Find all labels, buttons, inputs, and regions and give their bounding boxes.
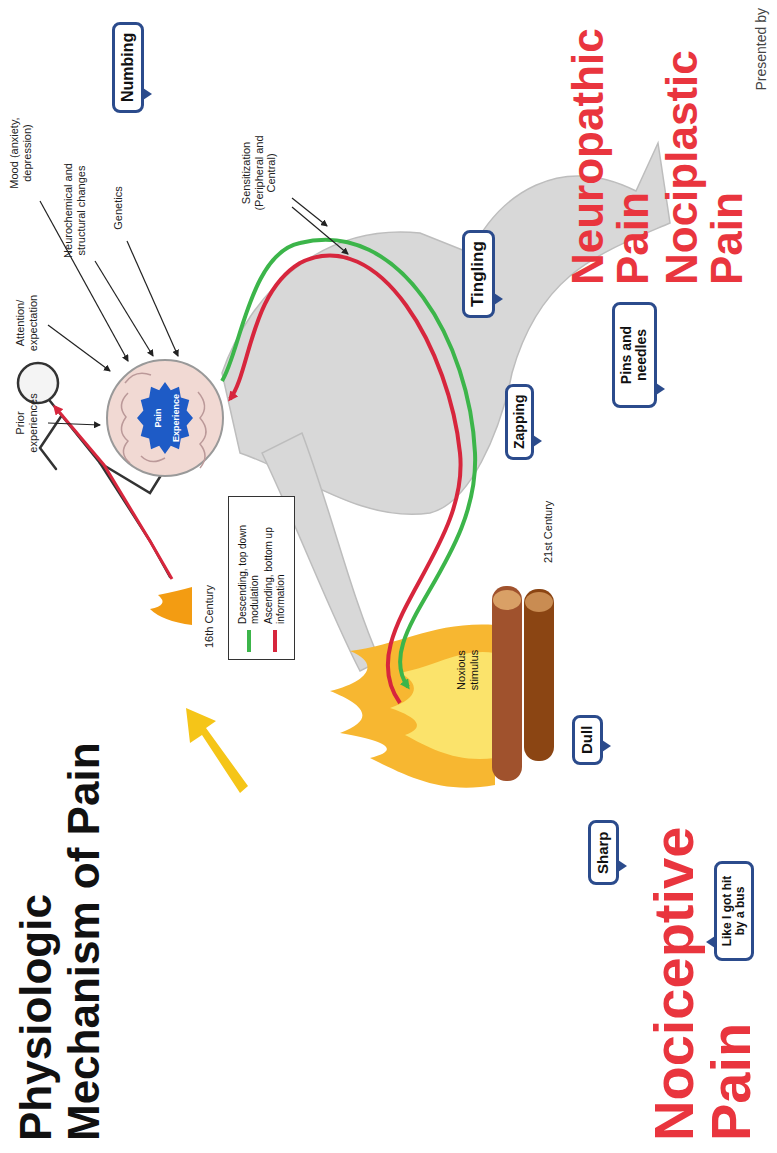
- pain-type-heading: Neuropathic Pain: [566, 5, 656, 285]
- legend-line: [244, 629, 254, 653]
- burst-shape: [137, 382, 193, 454]
- legend-line-sample: [247, 630, 251, 652]
- era-label: 21st Century: [542, 478, 555, 563]
- factor-label: Mood (anxiety, depression): [8, 108, 33, 198]
- pain-type-heading: Nociplastic Pain: [660, 5, 750, 285]
- log: [524, 589, 554, 761]
- sensitization-label: Sensitization (Peripheral and Central): [240, 123, 278, 223]
- log-end: [493, 590, 521, 610]
- legend-row: Ascending, bottom up information: [263, 503, 286, 653]
- legend-line: [270, 629, 280, 653]
- pain-type-heading: Nociceptive Pain: [645, 801, 759, 1141]
- bubble-text: Pins and needles: [618, 326, 649, 384]
- brain-folds: [121, 373, 206, 468]
- bubble-text: Numbing: [119, 33, 136, 102]
- speech-bubble: Zapping: [505, 384, 534, 460]
- legend-line-sample: [273, 630, 277, 652]
- stimulus-label: Noxious stimulus: [455, 633, 480, 707]
- bubble-text: Like I got hit by a bus: [720, 876, 747, 947]
- factor-label: Neurochemical and structural changes: [62, 163, 87, 258]
- bubble-tail: [706, 936, 715, 948]
- bubble-tail: [143, 88, 152, 100]
- small-fire: [150, 587, 192, 625]
- speech-bubble: Dull: [572, 715, 603, 765]
- transition-arrow: [186, 708, 248, 793]
- log-end: [525, 592, 553, 612]
- log: [492, 586, 522, 781]
- legend-text: Ascending, bottom up information: [263, 503, 286, 624]
- speech-bubble: Like I got hit by a bus: [714, 861, 754, 961]
- bubble-tail: [602, 740, 611, 752]
- bubble-text: Zapping: [511, 395, 527, 449]
- bubble-text: Tingling: [468, 241, 487, 307]
- factor-label: Prior experiences: [14, 383, 39, 463]
- speech-bubble: Pins and needles: [612, 302, 657, 408]
- factor-label: Attention/ expectation: [14, 283, 39, 363]
- era-label: 16th Century: [203, 556, 216, 648]
- legend-text: Descending, top down modulation: [237, 503, 260, 624]
- bubble-text: Sharp: [594, 831, 611, 874]
- bubble-text: Dull: [578, 726, 595, 754]
- legend-box: Descending, top down modulationAscending…: [228, 496, 295, 660]
- descending-path: [222, 240, 475, 687]
- bubble-tail: [618, 860, 627, 872]
- speech-bubble: Numbing: [112, 22, 144, 113]
- speech-bubble: Sharp: [588, 820, 619, 885]
- bubble-tail: [494, 293, 503, 305]
- factor-label: Genetics: [112, 178, 125, 238]
- burst-outline: [137, 382, 193, 454]
- brain: [107, 360, 223, 476]
- slide-title: Physiologic Mechanism of Pain: [12, 741, 109, 1141]
- bubble-tail: [533, 435, 542, 447]
- presenter-note: Presented by: [753, 8, 769, 113]
- fire-outer: [330, 625, 495, 788]
- speech-bubble: Tingling: [462, 230, 495, 318]
- legend-row: Descending, top down modulation: [237, 503, 260, 653]
- pain-experience-burst: Pain Experience: [137, 382, 193, 454]
- bubble-tail: [656, 383, 665, 395]
